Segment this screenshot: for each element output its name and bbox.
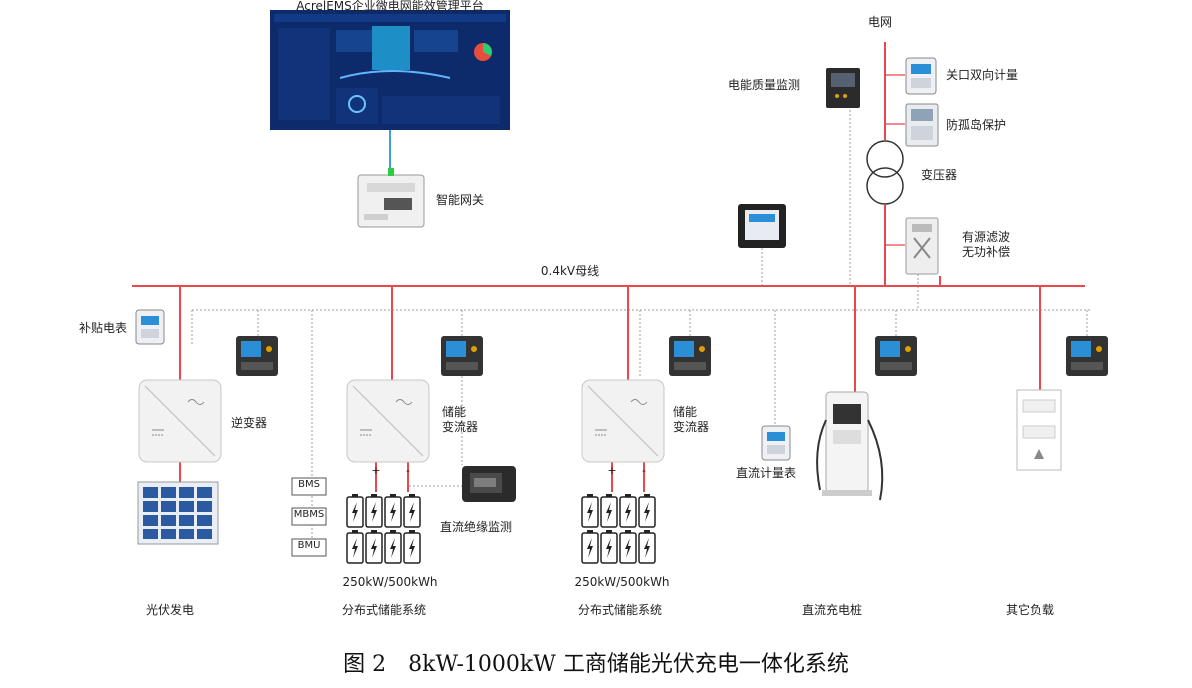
section-storage-2: 分布式储能系统 (577, 603, 663, 617)
bus-label: 0.4kV母线 (540, 264, 600, 278)
minus-terminal-1: - (406, 464, 410, 477)
battery-capacity-right: 250kW/500kWh (574, 575, 670, 589)
inverter-label: 逆变器 (231, 416, 268, 430)
section-storage-1: 分布式储能系统 (341, 603, 427, 617)
pcs-box-2 (581, 379, 665, 463)
battery-cell-icon (638, 494, 656, 528)
figure-caption: 图 2 8kW-1000kW 工商储能光伏充电一体化系统 (343, 652, 849, 677)
bus-meter-device (738, 204, 786, 248)
battery-cell-icon (619, 494, 637, 528)
dc-insulation-monitor-label: 直流绝缘监测 (440, 520, 513, 534)
battery-cell-icon (403, 494, 421, 528)
power-quality-monitor-device (826, 68, 860, 108)
battery-cell-icon (365, 494, 383, 528)
section-dc-charger: 直流充电桩 (801, 603, 863, 617)
bms-label: BMS (298, 479, 320, 490)
gateway-meter-label: 关口双向计量 (946, 68, 1019, 82)
subsidy-meter-device (135, 309, 165, 345)
power-lines (132, 42, 1085, 492)
bmu-label: BMU (297, 540, 321, 551)
pcs-2-label: 储能 变流器 (673, 405, 710, 434)
power-quality-monitor-label: 电能质量监测 (728, 78, 801, 92)
bms-stack (291, 477, 327, 557)
battery-cell-icon (365, 530, 383, 564)
battery-cell-icon (346, 530, 364, 564)
other-load-cabinet (1016, 389, 1062, 471)
dc-charger-device (816, 391, 884, 501)
pcs-box-1 (346, 379, 430, 463)
smart-gateway-label: 智能网关 (436, 193, 485, 207)
filter-compensation-device (905, 217, 939, 275)
battery-cell-icon (581, 494, 599, 528)
anti-islanding-device (905, 103, 939, 147)
section-other-load: 其它负载 (1005, 603, 1055, 617)
battery-cell-icon (384, 530, 402, 564)
transformer-symbol (866, 140, 904, 205)
mbms-label: MBMS (293, 509, 325, 520)
battery-cell-icon (600, 494, 618, 528)
platform-screen (270, 10, 510, 130)
solar-panel-icon (137, 481, 219, 545)
battery-cell-icon (384, 494, 402, 528)
battery-cell-icon (619, 530, 637, 564)
inverter-box (138, 379, 222, 463)
section-pv: 光伏发电 (145, 603, 195, 617)
minus-terminal-2: - (642, 464, 646, 477)
smart-gateway-device (357, 168, 425, 228)
battery-pack-left (346, 494, 421, 564)
dc-meter-label: 直流计量表 (736, 466, 797, 480)
gateway-meter-device (905, 57, 937, 95)
plus-terminal-2: + (607, 464, 617, 477)
battery-cell-icon (638, 530, 656, 564)
battery-capacity-left: 250kW/500kWh (342, 575, 438, 589)
battery-cell-icon (600, 530, 618, 564)
anti-islanding-label: 防孤岛保护 (946, 118, 1007, 132)
battery-pack-right (581, 494, 656, 564)
dc-meter-device (761, 425, 791, 461)
platform-title: AcrelEMS企业微电网能效管理平台 (296, 0, 484, 13)
pcs-1-label: 储能 变流器 (442, 405, 479, 434)
panel-meters (236, 336, 1108, 376)
grid-label: 电网 (867, 15, 893, 29)
filter-compensation-label: 有源滤波 无功补偿 (962, 230, 1011, 259)
battery-cell-icon (403, 530, 421, 564)
subsidy-meter-label: 补贴电表 (79, 321, 128, 335)
transformer-label: 变压器 (921, 168, 958, 182)
battery-cell-icon (346, 494, 364, 528)
plus-terminal-1: + (371, 464, 381, 477)
battery-cell-icon (581, 530, 599, 564)
dc-insulation-monitor-device (462, 466, 516, 502)
